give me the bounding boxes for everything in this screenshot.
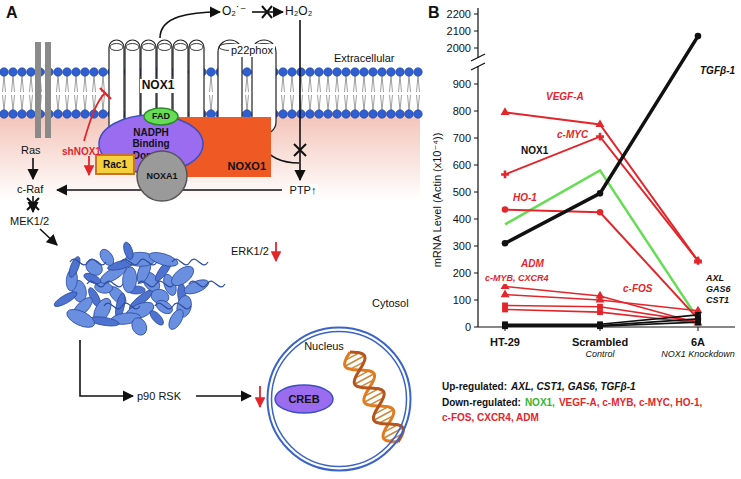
node-text: FAD — [152, 111, 170, 121]
summary-text: NOX1, — [525, 397, 555, 408]
inhibition-arrow — [84, 88, 276, 407]
axis-tick-label: 2000 — [447, 42, 471, 54]
region-label: Extracellular — [334, 52, 395, 64]
series-label: c-MYC — [556, 129, 589, 140]
axis-tick-label: 2100 — [447, 25, 471, 37]
block-mark — [262, 6, 272, 18]
axis-tick-label: 100 — [453, 294, 471, 306]
line-chart — [471, 8, 735, 331]
arrow — [40, 229, 57, 245]
node-text: NOX1 — [140, 79, 177, 93]
node-text: Nucleus — [304, 340, 344, 353]
panel-letter: A — [6, 4, 18, 22]
axis-tick-label: 600 — [453, 159, 471, 171]
series-label: GAS6 — [706, 285, 731, 295]
axis-tick-label: 200 — [453, 267, 471, 279]
arrow — [299, 20, 301, 180]
node-text: NOXO1 — [227, 160, 266, 173]
axis-tick-label: 2200 — [447, 8, 471, 20]
category-label: HT-29 — [490, 336, 520, 348]
down-arrow — [88, 156, 90, 175]
series-label: VEGF-A — [545, 91, 585, 102]
axis-tick-label: 500 — [453, 186, 471, 198]
summary-text: Up-regulated: — [442, 381, 507, 392]
axis-tick-label: 300 — [453, 240, 471, 252]
region-label: Cytosol — [372, 297, 409, 309]
summary-text: VEGF-A, c-MYB, c-MYC, HO-1, — [559, 397, 702, 408]
series-label: c-MYB, CXCR4 — [484, 274, 550, 284]
erk-protein-ribbon — [52, 241, 225, 338]
series-label: HO-1 — [512, 192, 538, 203]
molecule-label: ERK1/2 — [230, 245, 270, 257]
category-sublabel: NOX1 Knockdown — [661, 350, 735, 360]
axis-tick-label: 900 — [453, 78, 471, 90]
molecule-label: MEK1/2 — [10, 215, 49, 227]
node-text: p22phox — [229, 44, 275, 57]
arrow — [80, 340, 133, 396]
series-label: c-FOS — [622, 283, 653, 294]
lipid-bilayer — [0, 68, 422, 119]
series-label: CST1 — [706, 296, 729, 306]
axis-tick-label: 0 — [465, 321, 471, 333]
summary-text: AXL, CST1, GAS6, TGFβ-1 — [511, 381, 636, 392]
axis-tick-label: 800 — [453, 105, 471, 117]
protein-ellipse: NOXA1 — [136, 150, 188, 202]
summary-text: Down-regulated: — [442, 397, 521, 408]
down-arrow — [275, 242, 277, 261]
protein-ellipse: CREB — [274, 384, 334, 414]
panel-letter: B — [428, 4, 440, 22]
node-text: NOXA1 — [146, 171, 177, 181]
summary-text: c-FOS, CXCR4, ADM — [442, 412, 539, 423]
axis-tick-label: 700 — [453, 132, 471, 144]
series-label: ADM — [520, 258, 545, 269]
category-sublabel: Control — [585, 350, 614, 360]
receptor — [35, 42, 41, 138]
node-text: CREB — [288, 393, 319, 406]
node-text: Rac1 — [103, 159, 127, 171]
down-arrow — [259, 386, 261, 407]
molecule-label: p90 RSK — [137, 390, 181, 402]
molecule-label: Ras — [21, 144, 41, 156]
molecule-label: H₂O₂ — [285, 5, 312, 18]
cytosol-shade — [0, 112, 420, 200]
category-label: Scrambled — [572, 336, 628, 348]
molecule-label: O₂˙⁻ — [222, 5, 246, 18]
arrow — [32, 158, 34, 179]
arrow — [196, 395, 251, 397]
block-mark — [27, 198, 39, 210]
receptor — [45, 42, 51, 138]
molecule-label: c-Raf — [17, 183, 43, 195]
axis-tick-label: 400 — [453, 213, 471, 225]
series-label: AXL — [706, 274, 724, 284]
axis-title: mRNA Level (Actin (x10⁻⁴)) — [431, 133, 443, 268]
category-label: 6A — [691, 336, 705, 348]
series-label: NOX1 — [520, 145, 549, 156]
protein-ellipse: FAD — [143, 107, 179, 126]
protein-box: Rac1 — [95, 154, 135, 175]
dna-helix — [345, 352, 404, 442]
pathway-arrows — [27, 6, 306, 396]
arrow — [160, 12, 220, 38]
protein-ellipse: NucleusCREB — [266, 326, 412, 472]
molecule-label: shNOX1 — [62, 146, 101, 157]
series-label: TGFβ-1 — [699, 65, 736, 76]
t-bar — [100, 88, 111, 99]
molecule-label: PTP↑ — [289, 184, 318, 196]
block-mark — [294, 144, 306, 156]
